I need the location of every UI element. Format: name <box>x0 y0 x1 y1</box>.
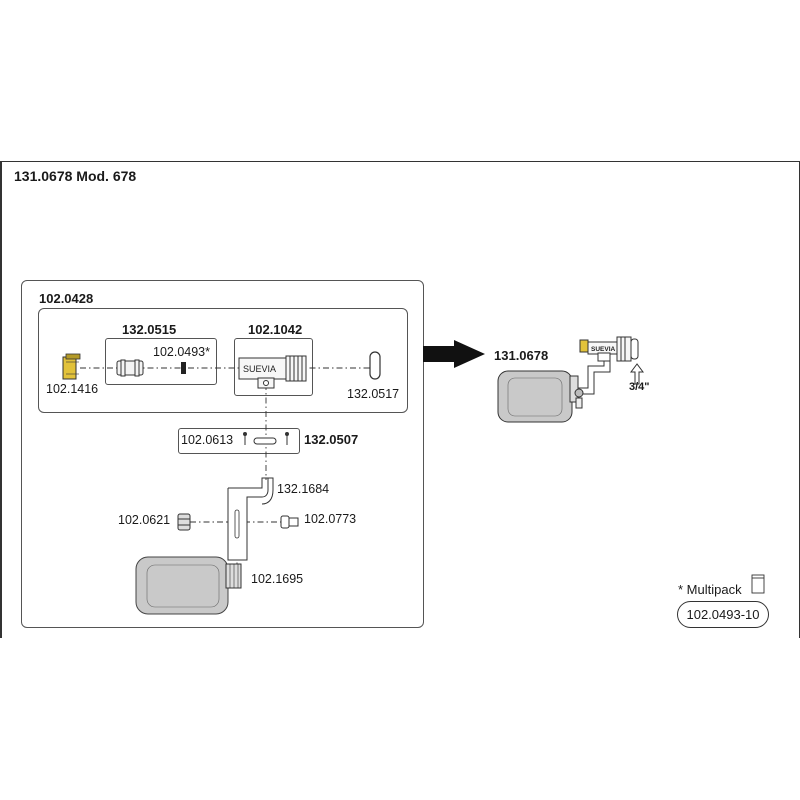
assembled-valve-icon <box>497 336 639 423</box>
center-lines <box>80 367 370 578</box>
multipack-label: * Multipack <box>678 582 742 597</box>
float-icon <box>135 556 242 615</box>
assembly-box-main <box>21 280 424 628</box>
part-label-0613: 102.0613 <box>181 433 234 447</box>
part-label-1416: 102.1416 <box>46 382 99 396</box>
part-label-0493: 102.0493* <box>153 345 211 359</box>
part-label-0621: 102.0621 <box>118 513 171 527</box>
frame-left-edge <box>0 162 2 638</box>
inlet-arrow-icon <box>630 363 644 385</box>
diagram-frame <box>0 161 800 638</box>
assembly-box-group-b <box>234 338 313 396</box>
thread-size-label: 3/4" <box>629 381 650 393</box>
page-title: 131.0678 Mod. 678 <box>14 168 137 184</box>
nozzle-icon <box>116 359 144 377</box>
part-label-0773: 102.0773 <box>304 512 357 526</box>
multipack-code-badge: 102.0493-10 <box>677 601 769 628</box>
part-label-0517: 132.0517 <box>347 387 400 401</box>
assembled-brand-text: SUEVIA <box>591 346 616 353</box>
valve-brand-text: SUEVIA <box>243 364 276 374</box>
part-label-1684: 132.1684 <box>277 482 330 496</box>
float-arm-icon <box>227 477 274 561</box>
valve-body-icon <box>238 355 307 389</box>
assembly-arrow-icon <box>423 340 485 368</box>
frame-right-edge <box>798 162 800 638</box>
seal-icon <box>181 362 186 374</box>
pin-kit-icon <box>243 432 289 445</box>
brass-connector-icon <box>62 353 81 380</box>
assembly-box-valve <box>38 308 408 413</box>
assembly-box-group-a <box>105 338 217 385</box>
part-label-1695: 102.1695 <box>251 572 304 586</box>
multipack-bag-icon <box>751 574 765 594</box>
assembly-box-group-c <box>178 428 300 454</box>
screw-icon <box>280 515 299 529</box>
result-label: 131.0678 <box>494 348 549 363</box>
end-cap-icon <box>369 351 381 380</box>
group-a-label: 132.0515 <box>122 322 177 337</box>
nut-icon <box>177 513 191 531</box>
group-c-label: 132.0507 <box>304 432 359 447</box>
group-b-label: 102.1042 <box>248 322 303 337</box>
assembly-main-label: 102.0428 <box>39 291 94 306</box>
